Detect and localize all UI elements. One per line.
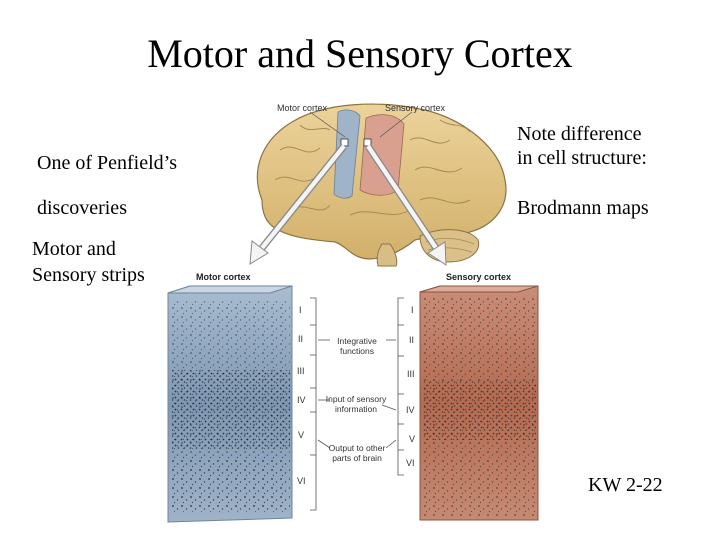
output-line-1: Output to other	[328, 443, 386, 453]
integrative-line-2: functions	[339, 346, 375, 356]
brainstem	[376, 243, 398, 267]
integrative-functions-label: Integrative functions	[326, 336, 388, 356]
sensory-layer-iv: IV	[406, 405, 415, 415]
motor-layer-v: V	[298, 430, 305, 440]
left-text-line-2: discoveries	[37, 197, 127, 219]
right-text-line-2: Brodmann maps	[517, 197, 649, 219]
sensory-layer-iii: III	[407, 369, 415, 379]
right-text-line-1b: in cell structure:	[517, 147, 647, 169]
sensory-layer-vi: VI	[406, 458, 415, 468]
sensory-arrow	[365, 144, 447, 266]
motor-layer-vi: VI	[297, 476, 306, 486]
sensory-layer-ii: II	[409, 335, 415, 345]
motor-arrow	[249, 143, 347, 265]
block-label-sensory-cortex: Sensory cortex	[446, 272, 512, 282]
sensory-input-label: Input of sensory information	[320, 394, 392, 414]
integrative-line-1: Integrative	[337, 336, 377, 346]
motor-layer-i: I	[299, 305, 302, 315]
slide-title: Motor and Sensory Cortex	[147, 31, 573, 76]
sensory-cortex-block	[419, 285, 539, 521]
sensory-layer-i: I	[411, 305, 414, 315]
slide-reference: KW 2-22	[588, 474, 663, 496]
motor-cortex-block	[167, 285, 293, 523]
output-line-2: parts of brain	[332, 453, 382, 463]
top-label-motor-cortex: Motor cortex	[277, 103, 328, 113]
output-label: Output to other parts of brain	[322, 443, 392, 463]
left-text-line-3a: Motor and	[32, 238, 116, 260]
brain-illustration	[256, 103, 507, 267]
motor-layer-iv: IV	[297, 395, 306, 405]
block-label-motor-cortex: Motor cortex	[196, 272, 251, 282]
sensory-sample-box	[363, 138, 372, 147]
sensory-layer-brackets	[397, 297, 404, 476]
right-text-line-1a: Note difference	[517, 123, 642, 145]
motor-sample-box	[340, 138, 349, 147]
left-text-line-1: One of Penfield’s	[37, 152, 177, 174]
input-line-1: Input of sensory	[325, 394, 387, 404]
motor-layer-iii: III	[297, 366, 305, 376]
brain-motor-strip	[333, 109, 361, 199]
motor-layer-ii: II	[298, 334, 304, 344]
input-line-2: information	[334, 404, 378, 414]
top-label-sensory-cortex: Sensory cortex	[385, 103, 446, 113]
left-text-line-3b: Sensory strips	[32, 264, 145, 286]
motor-layer-brackets	[310, 297, 317, 511]
brain-sensory-strip	[359, 114, 405, 196]
function-arrows	[317, 339, 397, 449]
sensory-layer-v: V	[409, 434, 416, 444]
